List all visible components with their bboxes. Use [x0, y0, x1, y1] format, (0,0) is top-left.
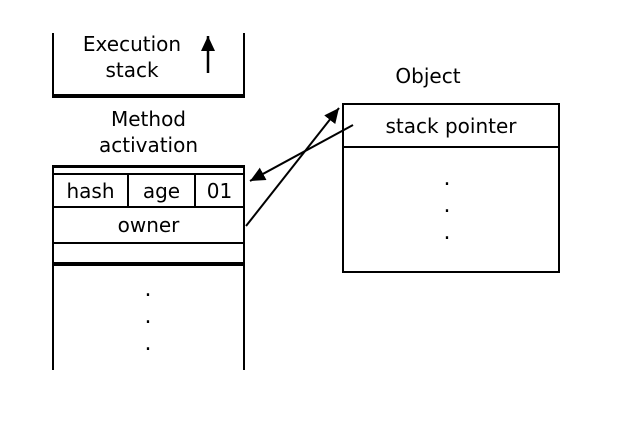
stack-ellipsis-dot: .: [144, 331, 152, 356]
stack-ellipsis-dot: .: [144, 277, 152, 302]
stack-top-divider: [52, 94, 245, 98]
age-bits-cell: 01: [194, 173, 245, 208]
age-cell: age: [127, 173, 196, 208]
object-title: Object: [395, 64, 461, 88]
method-cell-line1: Method: [110, 106, 186, 131]
stack-ellipsis-dot: .: [144, 304, 152, 329]
owner-cell: owner: [52, 206, 245, 244]
header-fields-row: hash age 01: [52, 173, 245, 208]
method-cell-line2: activation: [98, 132, 199, 157]
object-ellipsis-dot: .: [443, 220, 451, 245]
execution-stack-title-line2: stack: [105, 58, 159, 82]
stack-pointer-cell: stack pointer: [344, 105, 558, 148]
execution-stack-title: Execution stack: [57, 31, 207, 83]
execution-stack-title-line1: Execution: [82, 32, 182, 56]
object-ellipsis: . . .: [440, 165, 454, 246]
stack-ellipsis: . . .: [141, 276, 155, 357]
stack-pointer-to-stack-arrow-icon: [249, 124, 354, 182]
object-ellipsis-dot: .: [443, 193, 451, 218]
hash-cell: hash: [52, 173, 129, 208]
method-activation-cell: Method activation: [52, 98, 245, 168]
object-ellipsis-dot: .: [443, 166, 451, 191]
owner-to-object-arrow-icon: [245, 107, 340, 227]
object-box: stack pointer . . .: [342, 103, 560, 273]
stack-bottom-divider: [52, 262, 245, 266]
